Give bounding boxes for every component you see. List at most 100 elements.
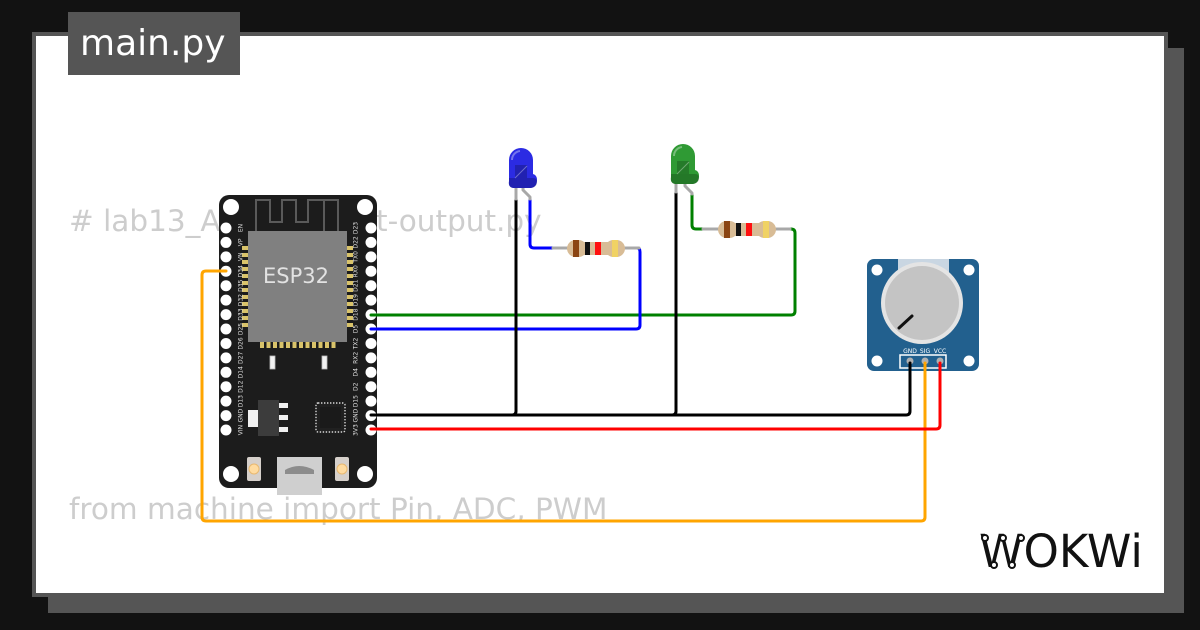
logo-node — [1017, 534, 1025, 542]
esp32-pin-left-d33[interactable] — [220, 309, 232, 321]
wire-sig-d34[interactable] — [200, 269, 927, 523]
esp32-pin-right-d4[interactable] — [365, 366, 377, 378]
resistor-band — [724, 221, 730, 238]
esp32-pin-label: EN — [238, 224, 245, 232]
module-pads — [242, 246, 353, 348]
esp32-pin-label: TX2 — [353, 337, 360, 350]
module-pad — [347, 274, 353, 278]
esp32-pin-label: D4 — [353, 368, 360, 377]
potentiometer[interactable]: GND SIG VCC — [867, 259, 979, 371]
mounting-hole — [963, 264, 975, 276]
esp32-pin-label: D32 — [238, 294, 245, 306]
led-green[interactable] — [670, 144, 699, 196]
led-die — [515, 165, 527, 178]
logo-node — [981, 534, 989, 542]
esp32-pin-left-vn[interactable] — [220, 251, 232, 263]
board-led — [321, 355, 328, 370]
module-pad — [347, 316, 353, 320]
module-pad — [242, 323, 248, 327]
esp32-pin-left-d25[interactable] — [220, 323, 232, 335]
module-pad — [347, 260, 353, 264]
voltage-regulator — [248, 400, 288, 436]
antenna-trace — [255, 199, 339, 231]
esp32-pin-headers: ENVPVND34D35D32D33D25D26D27D14D12D13GNDV… — [220, 222, 377, 436]
usb-serial-chip — [315, 402, 346, 433]
reset-button[interactable] — [335, 457, 349, 481]
module-pad — [279, 342, 284, 348]
module-pad — [347, 253, 353, 257]
esp32-pin-left-en[interactable] — [220, 222, 232, 234]
wire-blue-led-cathode[interactable] — [510, 196, 518, 417]
pot-pin-gnd[interactable] — [906, 357, 914, 365]
resistor-body — [567, 240, 625, 257]
esp32-pin-left-d26[interactable] — [220, 337, 232, 349]
esp32-pin-label: D21 — [353, 279, 360, 291]
esp32-board[interactable]: ESP32 ENVPVND34D35D32D33D25D26D27D14D12D… — [219, 195, 377, 495]
esp32-pin-left-d32[interactable] — [220, 294, 232, 306]
module-pad — [242, 288, 248, 292]
resistor-band — [612, 240, 618, 257]
wire-green-led-cathode[interactable] — [670, 190, 678, 417]
esp32-pin-left-d27[interactable] — [220, 352, 232, 364]
resistor-band — [585, 242, 590, 255]
esp32-pin-left-d12[interactable] — [220, 381, 232, 393]
esp32-pin-right-rx2[interactable] — [365, 352, 377, 364]
pot-pin-vcc[interactable] — [936, 357, 944, 365]
esp32-pin-right-d23[interactable] — [365, 222, 377, 234]
wire-blue-led-anode[interactable] — [528, 197, 555, 250]
wire-green-led-d18[interactable] — [369, 227, 797, 317]
module-pad — [242, 295, 248, 299]
esp32-pin-left-d14[interactable] — [220, 366, 232, 378]
pot-pin-sig[interactable] — [921, 357, 929, 365]
mounting-hole — [357, 466, 373, 482]
led-blue[interactable] — [508, 148, 537, 201]
esp32-pin-right-d15[interactable] — [365, 395, 377, 407]
module-pad — [347, 246, 353, 250]
esp32-pin-right-tx0[interactable] — [365, 251, 377, 263]
wire-blue-led-d5[interactable] — [369, 246, 642, 331]
resistor-body — [718, 221, 776, 238]
module-pad — [292, 342, 297, 348]
esp32-pin-label: TX0 — [353, 251, 360, 264]
module-pad — [347, 309, 353, 313]
module-pad — [242, 253, 248, 257]
usb-port — [277, 457, 322, 495]
esp32-pin-left-gnd[interactable] — [220, 410, 232, 422]
led-rim — [508, 178, 537, 188]
led-die-line — [514, 165, 528, 179]
resistor-blue-led[interactable] — [551, 240, 641, 257]
esp32-pin-left-d35[interactable] — [220, 280, 232, 292]
esp32-pin-right-d2[interactable] — [365, 381, 377, 393]
esp32-pin-label: RX2 — [353, 352, 360, 364]
esp32-pin-right-d19[interactable] — [365, 294, 377, 306]
module-pad — [242, 267, 248, 271]
module-pad — [318, 342, 323, 348]
esp32-pin-right-d22[interactable] — [365, 236, 377, 248]
resistor-band — [746, 223, 752, 236]
logo-node — [999, 534, 1007, 542]
file-tab-main-py[interactable]: main.py — [68, 12, 240, 75]
esp32-pin-right-rx0[interactable] — [365, 265, 377, 277]
mounting-hole — [871, 355, 883, 367]
esp32-pin-label: RX0 — [353, 265, 360, 277]
module-pad — [312, 342, 316, 348]
resistor-green-led[interactable] — [701, 221, 792, 238]
pot-pin-label-sig: SIG — [920, 348, 931, 355]
module-pad — [242, 309, 248, 313]
esp32-pin-right-tx2[interactable] — [365, 337, 377, 349]
esp32-pin-left-vin[interactable] — [220, 424, 232, 436]
potentiometer-knob[interactable] — [881, 262, 963, 344]
esp32-pin-label: D33 — [238, 308, 245, 320]
esp32-pin-label: VP — [238, 238, 245, 246]
boot-button[interactable] — [247, 457, 261, 481]
esp32-pin-left-vp[interactable] — [220, 236, 232, 248]
wire-vcc-3v3[interactable] — [369, 359, 942, 431]
wire-green-led-anode[interactable] — [690, 192, 705, 231]
wire-gnd[interactable] — [369, 359, 912, 417]
logo-node — [990, 561, 998, 569]
module-pad — [260, 342, 264, 348]
led-highlight — [510, 150, 521, 161]
esp32-pin-left-d13[interactable] — [220, 395, 232, 407]
module-pad — [266, 342, 271, 348]
esp32-pin-right-d21[interactable] — [365, 280, 377, 292]
